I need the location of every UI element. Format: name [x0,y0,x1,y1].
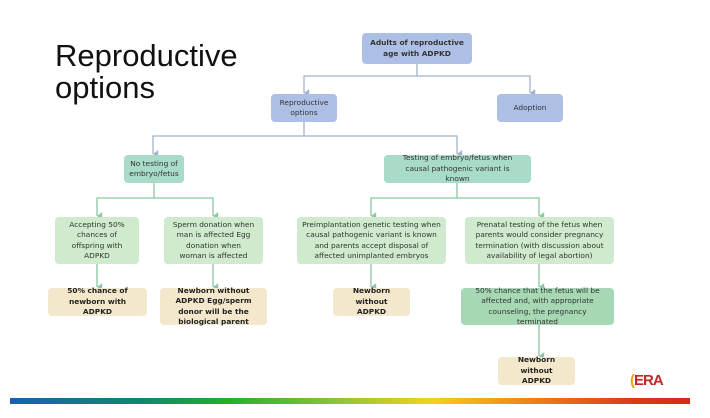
node-root-label: Adults of reproductive age with ADPKD [370,38,464,58]
node-outcome-prenatal-label: Newborn without ADPKD [517,355,556,386]
node-outcome-donor: Newborn without ADPKD Egg/sperm donor wi… [160,285,267,327]
node-outcome-pgt-label: Newborn without ADPKD [352,286,391,317]
node-no-testing-label: No testing of embryo/fetus [129,158,179,179]
node-outcome-pgt: Newborn without ADPKD [333,286,410,317]
node-pgt-label: Preimplantation genetic testing when cau… [302,219,441,261]
node-outcome-50: 50% chance of newborn with ADPKD [48,286,147,317]
node-root: Adults of reproductive age with ADPKD [362,33,472,64]
node-donation-label: Sperm donation when man is affected Egg … [172,219,255,261]
node-fetus-50-label: 50% chance that the fetus will be affect… [475,285,600,327]
node-accepting: Accepting 50% chances of offspring with … [55,217,139,264]
node-prenatal-label: Prenatal testing of the fetus when paren… [475,219,604,261]
node-testing: Testing of embryo/fetus when causal path… [384,153,531,184]
slide-title-text: Reproductive options [55,38,238,105]
node-outcome-prenatal: Newborn without ADPKD [498,355,575,386]
node-accepting-label: Accepting 50% chances of offspring with … [69,219,125,261]
node-adoption-label: Adoption [513,102,547,112]
node-prenatal: Prenatal testing of the fetus when paren… [465,217,614,264]
node-outcome-donor-label: Newborn without ADPKD Egg/sperm donor wi… [175,285,252,327]
node-testing-label: Testing of embryo/fetus when causal path… [402,153,513,184]
node-outcome-50-label: 50% chance of newborn with ADPKD [67,286,128,317]
node-reproductive-label: Reproductive options [279,97,329,118]
node-adoption: Adoption [497,94,563,122]
slide-title: Reproductive options [55,40,255,104]
node-fetus-50: 50% chance that the fetus will be affect… [461,285,614,327]
node-no-testing: No testing of embryo/fetus [124,155,184,183]
node-donation: Sperm donation when man is affected Egg … [164,217,263,264]
node-pgt: Preimplantation genetic testing when cau… [297,217,446,264]
node-reproductive-options: Reproductive options [271,94,337,122]
gradient-footer-bar [10,398,690,404]
era-logo: (ERA [630,372,664,389]
